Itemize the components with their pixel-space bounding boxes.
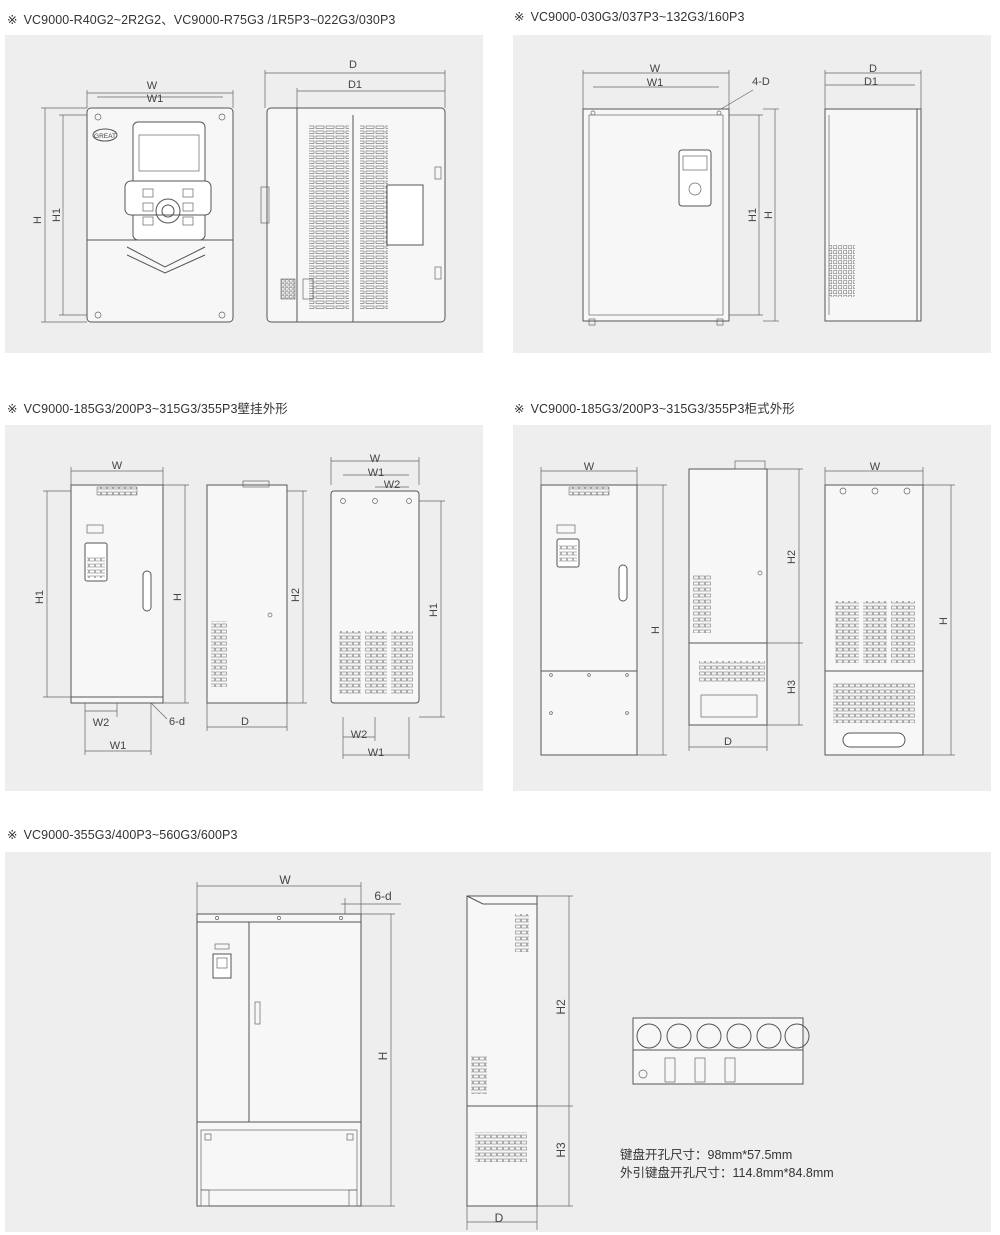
caption-large-models: ※ VC9000-355G3/400P3~560G3/600P3 bbox=[7, 827, 238, 842]
dim-h2: H2 bbox=[290, 588, 302, 602]
front-view: W 6-d H bbox=[196, 873, 401, 1207]
dim-h1: H1 bbox=[34, 590, 46, 604]
dim-h2: H2 bbox=[786, 550, 798, 564]
dim-w: W bbox=[279, 873, 291, 887]
dim-w: W bbox=[650, 63, 661, 75]
front-view: W W1 GREAT H H1 bbox=[32, 80, 234, 323]
reference-mark: ※ bbox=[7, 402, 18, 416]
dim-h1: H1 bbox=[747, 208, 759, 222]
dim-w: W bbox=[584, 461, 595, 473]
brand-logo-text: GREAT bbox=[94, 133, 116, 140]
dim-w1: W1 bbox=[647, 77, 664, 89]
panel-cabinet: W H H2 H3 bbox=[513, 425, 991, 791]
dim-h: H bbox=[32, 216, 44, 224]
keypad-cutout-note: 键盘开孔尺寸：98mm*57.5mm bbox=[620, 1148, 793, 1162]
drawing-wall-mount: W H1 H W2 W1 6-d bbox=[34, 453, 445, 759]
caption-cabinet: ※ VC9000-185G3/200P3~315G3/355P3柜式外形 bbox=[514, 398, 795, 417]
dim-h: H bbox=[172, 593, 184, 601]
reference-mark: ※ bbox=[7, 13, 18, 27]
external-keypad-cutout-note: 外引键盘开孔尺寸：114.8mm*84.8mm bbox=[620, 1166, 834, 1180]
front-view: W W1 4-D H1 H bbox=[582, 63, 779, 326]
dim-d: D bbox=[495, 1211, 504, 1225]
dim-6d: 6-d bbox=[169, 716, 185, 728]
dim-h1: H1 bbox=[428, 603, 440, 617]
front-view: W H1 H W2 W1 6-d bbox=[34, 460, 189, 755]
dim-w2: W2 bbox=[384, 479, 401, 491]
dim-d: D bbox=[869, 63, 877, 75]
dim-w1: W1 bbox=[147, 93, 164, 105]
dim-d: D bbox=[724, 736, 732, 748]
drawing-mid-models: W W1 4-D H1 H D D1 bbox=[582, 63, 922, 326]
dim-d: D bbox=[349, 59, 357, 71]
dim-d: D bbox=[241, 716, 249, 728]
dim-h: H bbox=[938, 617, 950, 625]
drawing-cabinet: W H H2 H3 bbox=[540, 460, 955, 756]
reference-mark: ※ bbox=[7, 828, 18, 842]
dim-h: H bbox=[650, 626, 662, 634]
side-view: H2 H3 D bbox=[466, 895, 573, 1230]
caption-text: VC9000-185G3/200P3~315G3/355P3柜式外形 bbox=[530, 402, 795, 416]
dim-h3: H3 bbox=[786, 680, 798, 694]
dim-h3: H3 bbox=[554, 1142, 568, 1158]
reference-mark: ※ bbox=[514, 402, 525, 416]
caption-text: VC9000-185G3/200P3~315G3/355P3壁挂外形 bbox=[23, 402, 288, 416]
dim-h: H bbox=[763, 211, 775, 219]
dim-w2: W2 bbox=[351, 729, 368, 741]
dim-h2: H2 bbox=[554, 999, 568, 1015]
side-view: H2 D bbox=[206, 480, 307, 731]
caption-text: VC9000-355G3/400P3~560G3/600P3 bbox=[23, 828, 238, 842]
back-view: W H bbox=[824, 461, 955, 756]
dim-h: H bbox=[376, 1052, 390, 1061]
dim-w2: W2 bbox=[93, 717, 110, 729]
dim-4d: 4-D bbox=[752, 76, 770, 88]
back-view: W W1 W2 H1 W2 W1 bbox=[330, 453, 445, 759]
dim-d1: D1 bbox=[348, 79, 362, 91]
dim-d1: D1 bbox=[864, 76, 878, 88]
dim-h1: H1 bbox=[51, 208, 63, 222]
caption-small-models: ※ VC9000-R40G2~2R2G2、VC9000-R75G3 /1R5P3~… bbox=[7, 9, 395, 28]
panel-small-models: W W1 GREAT H H1 bbox=[5, 35, 483, 353]
caption-text: VC9000-R40G2~2R2G2、VC9000-R75G3 /1R5P3~0… bbox=[23, 13, 396, 27]
side-view: D D1 bbox=[824, 63, 922, 322]
dim-w: W bbox=[870, 461, 881, 473]
dim-w1: W1 bbox=[368, 747, 385, 759]
caption-mid-models: ※ VC9000-030G3/037P3~132G3/160P3 bbox=[514, 9, 745, 24]
caption-text: VC9000-030G3/037P3~132G3/160P3 bbox=[530, 10, 745, 24]
panel-mid-models: W W1 4-D H1 H D D1 bbox=[513, 35, 991, 353]
keypad-cutout-view bbox=[632, 1017, 810, 1085]
side-view: D D1 bbox=[260, 59, 446, 323]
dim-w1: W1 bbox=[110, 740, 127, 752]
caption-wall-mount: ※ VC9000-185G3/200P3~315G3/355P3壁挂外形 bbox=[7, 398, 288, 417]
dim-w: W bbox=[112, 460, 123, 472]
panel-large-models: W 6-d H bbox=[5, 852, 991, 1232]
dim-6d: 6-d bbox=[374, 889, 391, 903]
dim-w: W bbox=[370, 453, 381, 465]
front-view: W H bbox=[540, 461, 667, 756]
drawing-large-models: W 6-d H bbox=[196, 873, 810, 1230]
reference-mark: ※ bbox=[514, 10, 525, 24]
dim-w1: W1 bbox=[368, 467, 385, 479]
side-view: H2 H3 D bbox=[688, 460, 803, 751]
drawing-small-models: W W1 GREAT H H1 bbox=[32, 59, 446, 323]
panel-wall-mount: W H1 H W2 W1 6-d bbox=[5, 425, 483, 791]
dim-w: W bbox=[147, 80, 158, 92]
